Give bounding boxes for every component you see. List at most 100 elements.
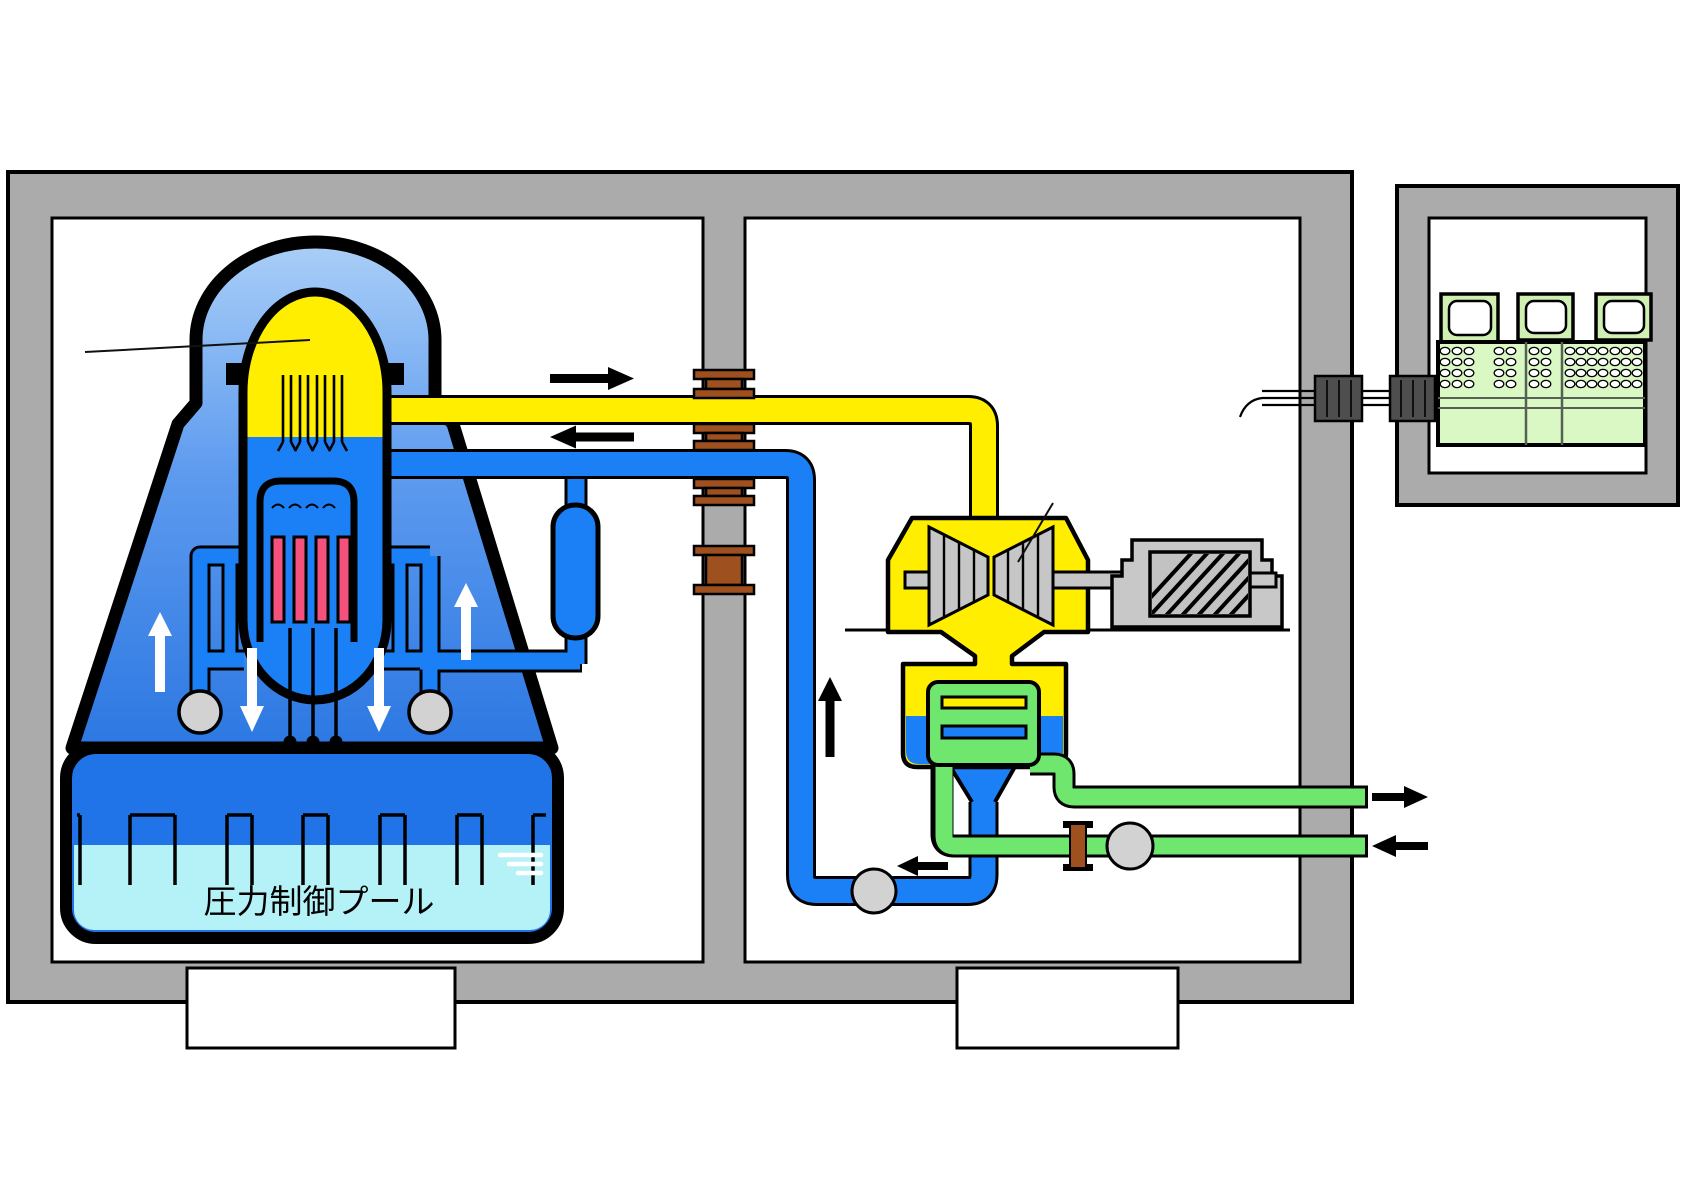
indicator-light — [1528, 346, 1540, 356]
indicator-light — [1631, 368, 1643, 378]
monitor-3 — [1594, 292, 1653, 342]
indicator-light — [1493, 379, 1505, 389]
annulus-up-arrow-left-icon — [148, 612, 172, 692]
containment-wall-penetration-flanges — [692, 368, 756, 596]
monitor-1 — [1439, 292, 1500, 344]
indicator-light — [1528, 379, 1540, 389]
recirculation-pump-left — [177, 689, 223, 735]
rpv-stabilizer-left — [226, 363, 244, 385]
indicator-light — [1439, 379, 1451, 389]
indicator-light — [1609, 368, 1621, 378]
crd-knob — [306, 735, 320, 749]
turbine-callout-line — [1017, 502, 1054, 563]
indicator-light — [1505, 346, 1517, 356]
tube-slot-steam — [940, 695, 1028, 710]
vent-downcomer-pipes — [77, 813, 546, 885]
monitor-screen — [1524, 299, 1568, 335]
indicator-light — [1463, 379, 1475, 389]
indicator-light — [1586, 357, 1598, 367]
indicator-light — [1586, 379, 1598, 389]
indicator-light — [1439, 346, 1451, 356]
indicator-light — [1451, 357, 1463, 367]
condenser-tube-bundle — [926, 680, 1041, 767]
rpv-stabilizer-right — [386, 363, 404, 385]
steam-line-flange-upper — [692, 368, 756, 400]
condensate-line — [868, 802, 999, 906]
tube-slot-water — [940, 724, 1028, 740]
indicator-light — [1505, 379, 1517, 389]
indicator-light — [1564, 346, 1576, 356]
annulus-up-arrow-right-icon — [454, 583, 478, 660]
steam-dryer-marks — [271, 503, 336, 509]
turbine-blade-stages — [942, 535, 1040, 618]
monitor-2 — [1516, 292, 1575, 342]
indicator-light — [1631, 357, 1643, 367]
core-shroud — [256, 477, 358, 642]
suppression-pool-label: 圧力制御プール — [204, 883, 435, 920]
building-label-box-left — [185, 966, 457, 1050]
indicator-light — [1540, 357, 1552, 367]
flange-between-pipes — [692, 422, 756, 452]
cleanup-heat-exchanger — [550, 502, 601, 641]
indicator-light — [1609, 346, 1621, 356]
recirculation-pump-right — [407, 689, 453, 735]
indicator-light — [1540, 379, 1552, 389]
monitor-screen — [1602, 299, 1646, 335]
indicator-light — [1609, 357, 1621, 367]
indicator-light — [1620, 346, 1632, 356]
indicator-light — [1528, 368, 1540, 378]
indicator-light — [1540, 346, 1552, 356]
generator-rotor-hatching — [1152, 554, 1248, 614]
control-room — [1238, 292, 1653, 447]
condensate-pump — [850, 867, 898, 915]
indicator-light — [1451, 368, 1463, 378]
feedwater-left-arrow-icon — [550, 425, 634, 449]
indicator-light — [1505, 357, 1517, 367]
indicator-light — [1609, 379, 1621, 389]
indicator-light — [1540, 368, 1552, 378]
indicator-light — [1597, 379, 1609, 389]
indicator-light — [1597, 357, 1609, 367]
turbine-shaft-stub-left — [903, 570, 933, 590]
generator — [1110, 538, 1284, 629]
reactor-pressure-vessel — [226, 287, 404, 749]
coolant-flow-arrows — [148, 583, 478, 732]
indicator-light — [1439, 368, 1451, 378]
generator-shaft-stub-right — [1248, 571, 1278, 589]
indicator-light — [1586, 368, 1598, 378]
indicator-light — [1463, 346, 1475, 356]
cooling-water-inlet-pipe — [935, 760, 1365, 855]
indicator-light — [1575, 379, 1587, 389]
indicator-light — [1620, 368, 1632, 378]
indicator-light — [1493, 346, 1505, 356]
indicator-light — [1575, 357, 1587, 367]
crd-knob — [329, 735, 343, 749]
indicator-light — [1620, 379, 1632, 389]
feedwater-line — [382, 449, 880, 906]
cooling-outlet-right-arrow-icon — [1372, 786, 1428, 808]
monitor-screen — [1447, 299, 1493, 337]
cooling-water-pipes — [930, 752, 1368, 858]
indicator-light — [1528, 357, 1540, 367]
downcomer-arrow-left-icon — [240, 648, 264, 732]
cable-penetration-blocks — [1313, 374, 1437, 423]
cooling-inlet-left-arrow-icon — [1372, 835, 1428, 857]
indicator-light — [1451, 379, 1463, 389]
control-rod-drives — [288, 628, 338, 736]
downcomer-arrow-right-icon — [367, 648, 391, 732]
suppression-pool-water — [74, 845, 550, 930]
indicator-light — [1439, 357, 1451, 367]
indicator-light — [1631, 346, 1643, 356]
black-flow-arrows — [550, 367, 1428, 876]
crd-knob — [283, 735, 297, 749]
indicator-light — [1493, 368, 1505, 378]
steam-separator-standpipes — [276, 375, 349, 452]
cooling-water-pump — [1105, 821, 1155, 871]
pool-water-level-marks — [497, 852, 544, 876]
cooling-water-valve — [1063, 821, 1093, 871]
indicator-light — [1575, 346, 1587, 356]
control-panel — [1436, 340, 1647, 447]
steam-flow-right-arrow-icon — [550, 367, 634, 390]
indicator-light — [1505, 368, 1517, 378]
